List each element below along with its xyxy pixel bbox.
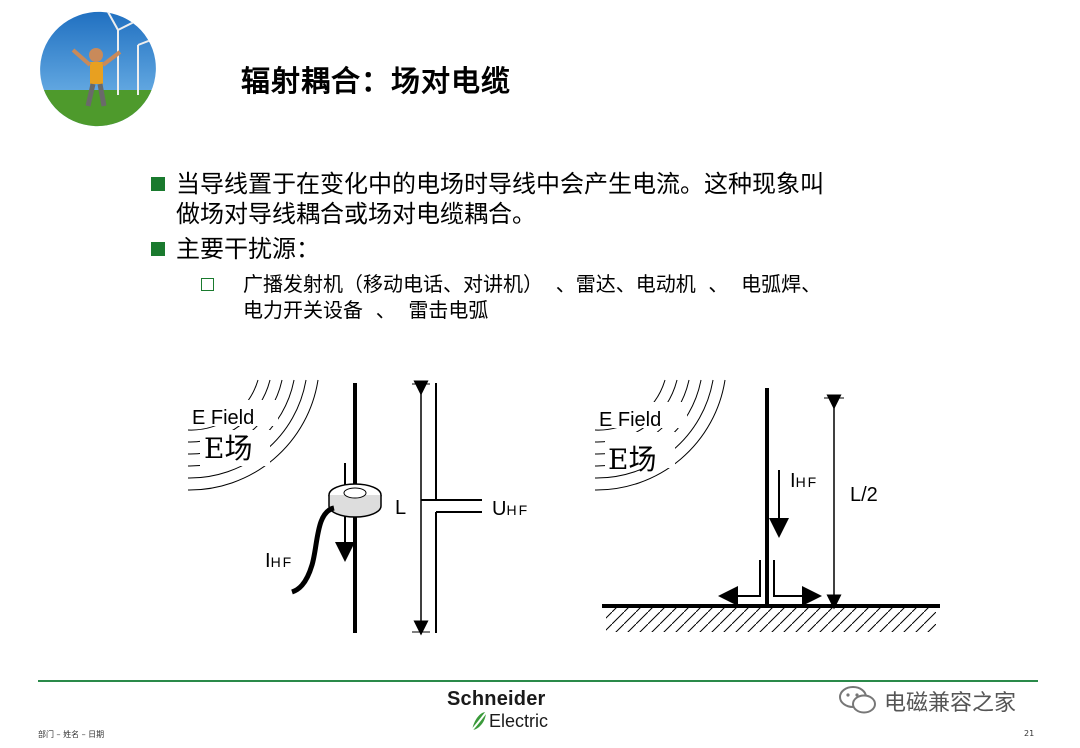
- bullet-marker: [151, 242, 165, 256]
- length-label-left: L: [395, 497, 406, 519]
- current-label-left: I: [265, 550, 271, 572]
- current-label-right: I: [790, 470, 796, 492]
- efield-cn-right: E场: [608, 443, 656, 476]
- svg-text:IHF: IHF: [790, 470, 818, 492]
- ground-hatch: [606, 608, 936, 632]
- wechat-icon: [839, 686, 876, 714]
- ground-current-right: [773, 560, 822, 606]
- page-number: 21: [1024, 729, 1035, 738]
- header-photo: [38, 10, 158, 128]
- brand-logo-icon: [469, 709, 489, 733]
- svg-text:UHF: UHF: [492, 498, 529, 520]
- efield-label-right: E Field: [599, 409, 661, 431]
- footer-divider: [38, 680, 1038, 682]
- sub-bullet-marker: [201, 278, 214, 291]
- voltage-label: U: [492, 498, 506, 520]
- bullet-1-line1: 当导线置于在变化中的电场时导线中会产生电流。这种现象叫: [176, 170, 824, 198]
- left-diagram: E Field E场 L UHF IHF: [187, 379, 529, 636]
- page-title: 辐射耦合：场对电缆: [241, 64, 512, 98]
- sub-bullet-line1: 广播发射机（移动电话、对讲机） 、雷达、电动机 、 电弧焊、: [243, 272, 822, 296]
- brand-name: Schneider: [447, 688, 546, 710]
- bullet-marker: [151, 177, 165, 191]
- brand-sub: Electric: [489, 711, 549, 731]
- bullet-1-line2: 做场对导线耦合或场对电缆耦合。: [176, 200, 536, 228]
- length-label-right: L/2: [850, 484, 878, 506]
- current-subscript-left: HF: [271, 554, 294, 570]
- right-diagram: E Field E场 IHF L/2: [594, 379, 940, 632]
- svg-text:IHF: IHF: [265, 550, 293, 572]
- efield-label-left: E Field: [192, 407, 254, 429]
- sub-bullet-line2: 电力开关设备 、 雷击电弧: [243, 298, 489, 322]
- bullet-2-line1: 主要干扰源：: [176, 235, 320, 263]
- voltage-subscript: HF: [506, 502, 529, 518]
- current-subscript-right: HF: [796, 474, 819, 490]
- watermark-text: 电磁兼容之家: [884, 691, 1017, 716]
- ground-current-left: [718, 560, 761, 606]
- footer-meta: 部门 – 姓名 – 日期: [38, 730, 105, 739]
- probe-cable: [291, 505, 335, 595]
- efield-cn-left: E场: [204, 432, 252, 465]
